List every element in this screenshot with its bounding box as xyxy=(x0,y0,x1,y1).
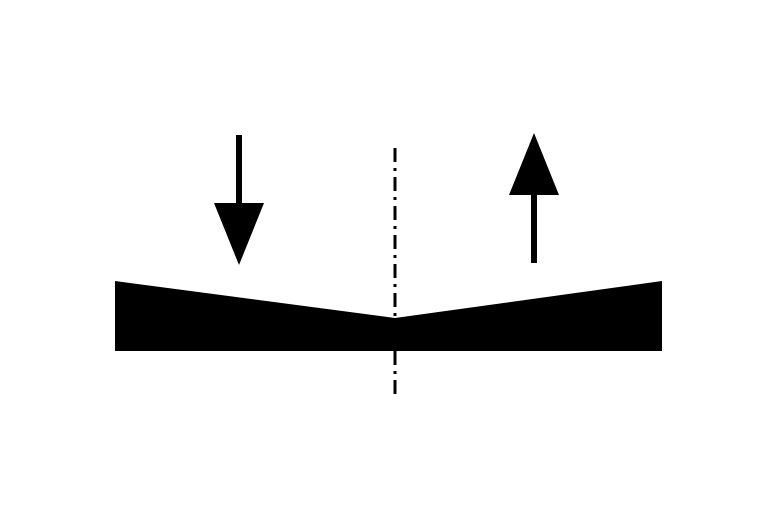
beam-profile xyxy=(115,281,662,351)
arrow-down-icon xyxy=(214,135,264,265)
arrow-up-icon xyxy=(509,133,559,263)
